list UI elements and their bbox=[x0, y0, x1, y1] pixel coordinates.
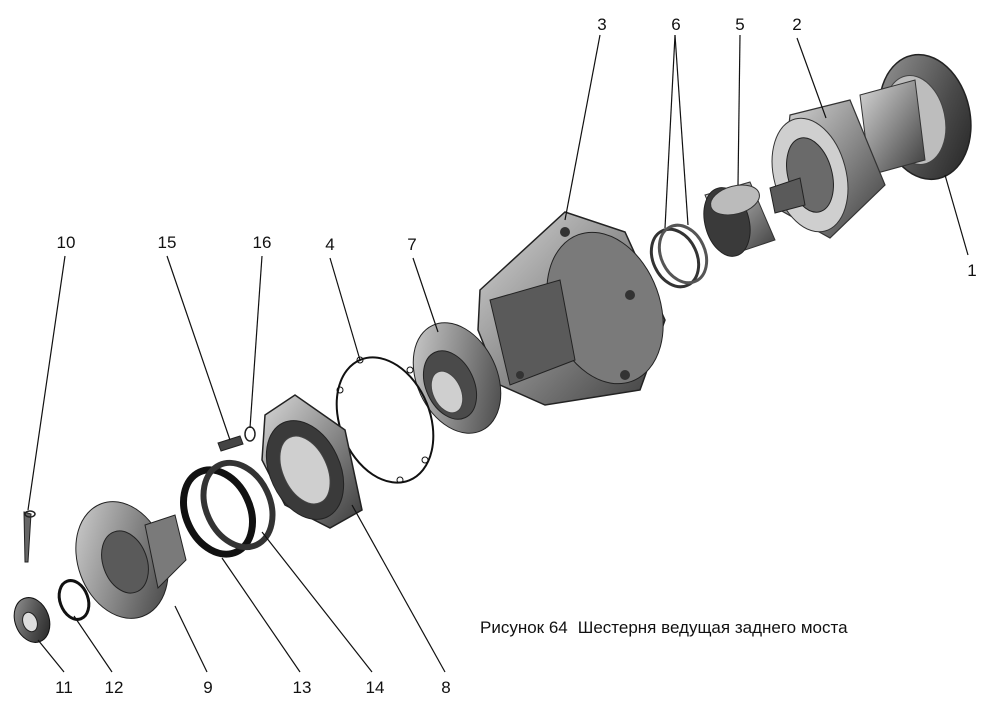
leader-13 bbox=[221, 557, 301, 673]
retaining-ring-icon bbox=[244, 426, 256, 442]
leader-12 bbox=[73, 615, 113, 673]
callout-1: 1 bbox=[967, 261, 976, 280]
callout-15: 15 bbox=[158, 233, 177, 252]
callout-16: 16 bbox=[253, 233, 272, 252]
callout-4: 4 bbox=[325, 235, 334, 254]
roller-bearing-icon bbox=[769, 99, 886, 239]
callout-10: 10 bbox=[57, 233, 76, 252]
spacer-sleeve-icon bbox=[703, 181, 776, 257]
figure-caption: Рисунок 64 Шестерня ведущая заднего моста bbox=[480, 618, 848, 638]
callout-8: 8 bbox=[441, 678, 450, 697]
leader-6a bbox=[664, 34, 676, 229]
washer-icon bbox=[57, 579, 91, 621]
callout-11: 11 bbox=[55, 678, 73, 697]
castle-nut-icon bbox=[13, 597, 51, 643]
pinion-gear-icon bbox=[859, 53, 972, 181]
callout-2: 2 bbox=[792, 15, 801, 34]
leader-3 bbox=[564, 34, 601, 221]
callout-labels: 1 2 3 4 5 6 7 8 9 10 11 12 13 14 15 16 bbox=[55, 15, 977, 697]
callout-5: 5 bbox=[735, 15, 744, 34]
tapered-roller-bearing-icon bbox=[412, 322, 502, 434]
leader-16 bbox=[249, 255, 263, 429]
leader-2 bbox=[796, 37, 827, 119]
leader-7 bbox=[412, 257, 439, 333]
drive-flange-icon bbox=[75, 501, 187, 619]
figure-title: Шестерня ведущая заднего моста bbox=[577, 618, 848, 637]
leader-11 bbox=[37, 639, 65, 673]
oil-seals-icon bbox=[180, 459, 276, 558]
callout-14: 14 bbox=[366, 678, 385, 697]
leader-9 bbox=[174, 605, 208, 673]
cotter-pin-icon bbox=[23, 510, 36, 563]
figure-number: Рисунок 64 bbox=[480, 618, 568, 637]
leader-15 bbox=[166, 255, 231, 441]
leader-8 bbox=[351, 504, 446, 673]
bearing-cover-icon bbox=[261, 394, 363, 529]
bearing-housing-icon bbox=[477, 211, 666, 406]
callout-9: 9 bbox=[203, 678, 212, 697]
leader-lines bbox=[27, 34, 969, 673]
callout-7: 7 bbox=[407, 235, 416, 254]
leader-4 bbox=[329, 257, 361, 361]
leader-5 bbox=[737, 34, 741, 186]
leader-14 bbox=[261, 531, 373, 673]
shim-rings-icon bbox=[649, 223, 709, 289]
callout-12: 12 bbox=[105, 678, 124, 697]
leader-10 bbox=[27, 255, 66, 511]
callout-6: 6 bbox=[671, 15, 680, 34]
leader-1 bbox=[944, 174, 969, 256]
bolt-icon bbox=[217, 435, 244, 452]
callout-13: 13 bbox=[293, 678, 312, 697]
leader-6b bbox=[674, 34, 689, 226]
callout-3: 3 bbox=[597, 15, 606, 34]
